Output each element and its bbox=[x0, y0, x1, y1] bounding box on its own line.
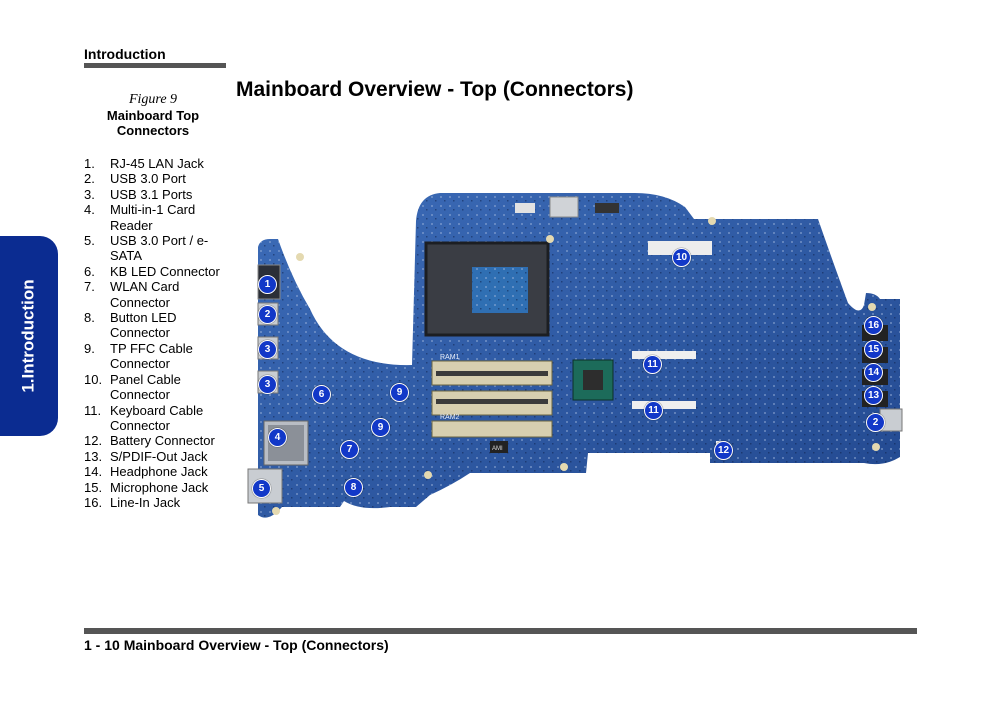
callout-marker: 15 bbox=[864, 340, 883, 359]
legend-item-label: Line-In Jack bbox=[110, 494, 181, 510]
connector-legend: 1. RJ-45 LAN Jack 2. USB 3.0 Port 3. USB 3.1 … bbox=[84, 156, 234, 510]
page-title: Mainboard Overview - Top (Connectors) bbox=[236, 78, 634, 101]
legend-item: 10. Panel Cable Connector bbox=[84, 372, 234, 403]
callout-marker: 6 bbox=[312, 385, 331, 404]
legend-item: 7. WLAN Card Connector bbox=[84, 279, 234, 310]
legend-item-number: 13. bbox=[84, 448, 103, 464]
legend-item-label: Keyboard Cable Connector bbox=[110, 402, 204, 433]
legend-item-label: Battery Connector bbox=[110, 433, 215, 449]
ram1-label: RAM1 bbox=[440, 354, 460, 361]
legend-item-number: 10. bbox=[84, 371, 103, 387]
figure-number: Figure 9 bbox=[128, 92, 178, 107]
callout-marker: 14 bbox=[864, 363, 883, 382]
legend-item: 1. RJ-45 LAN Jack bbox=[84, 156, 234, 171]
figure-caption: Figure 9 Mainboard Top Connectors bbox=[84, 92, 222, 138]
legend-item: 14. Headphone Jack bbox=[84, 464, 234, 479]
callout-marker: 7 bbox=[340, 440, 359, 459]
legend-item: 6. KB LED Connector bbox=[84, 264, 234, 279]
legend-item-number: 3. bbox=[84, 186, 95, 202]
legend-item: 9. TP FFC Cable Connector bbox=[84, 341, 234, 372]
legend-item-label: RJ-45 LAN Jack bbox=[110, 156, 204, 171]
legend-item: 12. Battery Connector bbox=[84, 433, 234, 448]
legend-item-label: Microphone Jack bbox=[110, 479, 209, 495]
figure-caption-line1: Mainboard Top bbox=[106, 108, 200, 123]
legend-item-number: 9. bbox=[84, 340, 95, 356]
callout-marker: 4 bbox=[268, 428, 287, 447]
legend-item: 15. Microphone Jack bbox=[84, 480, 234, 495]
legend-item-label: Headphone Jack bbox=[110, 464, 208, 480]
legend-item: 11. Keyboard Cable Connector bbox=[84, 403, 234, 434]
legend-item-label: USB 3.0 Port bbox=[110, 171, 186, 187]
legend-item-label: WLAN Card Connector bbox=[110, 279, 180, 310]
callout-marker: 3 bbox=[258, 340, 277, 359]
ami-chip-label: AMI bbox=[492, 446, 503, 452]
callout-marker: 16 bbox=[864, 316, 883, 335]
legend-item: 16. Line-In Jack bbox=[84, 495, 234, 510]
legend-item-label: Button LED Connector bbox=[110, 310, 177, 341]
figure-caption-line2: Connectors bbox=[116, 123, 190, 138]
legend-item: 3. USB 3.1 Ports bbox=[84, 187, 234, 202]
legend-item-label: TP FFC Cable Connector bbox=[110, 340, 193, 372]
legend-item-label: Panel Cable Connector bbox=[110, 371, 181, 403]
callout-marker: 10 bbox=[672, 248, 691, 267]
chapter-side-tab[interactable]: 1.Introduction bbox=[0, 236, 58, 436]
legend-item-number: 6. bbox=[84, 263, 95, 279]
legend-item-label: KB LED Connector bbox=[110, 263, 220, 279]
chapter-side-tab-label: 1.Introduction bbox=[19, 279, 39, 393]
legend-item-label: USB 3.1 Ports bbox=[110, 186, 193, 202]
callout-marker: 8 bbox=[344, 478, 363, 497]
legend-item-number: 15. bbox=[84, 479, 103, 495]
footer-rule bbox=[84, 628, 917, 634]
callout-marker: 2 bbox=[258, 305, 277, 324]
legend-item-number: 1. bbox=[84, 156, 95, 171]
legend-item: 8. Button LED Connector bbox=[84, 310, 234, 341]
callout-marker: 3 bbox=[258, 375, 277, 394]
legend-item: 2. USB 3.0 Port bbox=[84, 171, 234, 186]
callout-marker: 11 bbox=[644, 401, 663, 420]
header-section-title: Introduction bbox=[84, 46, 166, 62]
callout-marker: 9 bbox=[390, 383, 409, 402]
legend-item-number: 7. bbox=[84, 279, 95, 295]
callout-marker: 1 bbox=[258, 275, 277, 294]
legend-item-number: 11. bbox=[84, 402, 102, 418]
legend-item: 13. S/PDIF-Out Jack bbox=[84, 449, 234, 464]
legend-item-number: 8. bbox=[84, 310, 95, 326]
legend-item: 4. Multi-in-1 Card Reader bbox=[84, 202, 234, 233]
ram2-label: RAM2 bbox=[440, 414, 460, 421]
legend-item-label: Multi-in-1 Card Reader bbox=[110, 202, 196, 233]
legend-item-number: 12. bbox=[84, 433, 103, 449]
callout-marker: 5 bbox=[252, 479, 271, 498]
header-rule bbox=[84, 63, 226, 68]
legend-item-label: USB 3.0 Port / e-SATA bbox=[110, 233, 209, 264]
legend-item-number: 5. bbox=[84, 233, 95, 249]
callout-marker: 13 bbox=[864, 386, 883, 405]
callout-marker: 11 bbox=[643, 355, 662, 374]
legend-item-number: 16. bbox=[84, 494, 103, 510]
legend-item-label: S/PDIF-Out Jack bbox=[110, 448, 208, 464]
mainboard-illustration: RAM1 RAM2 AMI bbox=[247, 193, 903, 518]
legend-item-number: 14. bbox=[84, 464, 103, 480]
legend-item: 5. USB 3.0 Port / e-SATA bbox=[84, 233, 234, 264]
callout-marker: 2 bbox=[866, 413, 885, 432]
legend-item-number: 4. bbox=[84, 202, 95, 218]
callout-marker: 9 bbox=[371, 418, 390, 437]
callout-marker: 12 bbox=[714, 441, 733, 460]
legend-item-number: 2. bbox=[84, 171, 95, 187]
page-footer: 1 - 10 Mainboard Overview - Top (Connect… bbox=[84, 637, 389, 653]
